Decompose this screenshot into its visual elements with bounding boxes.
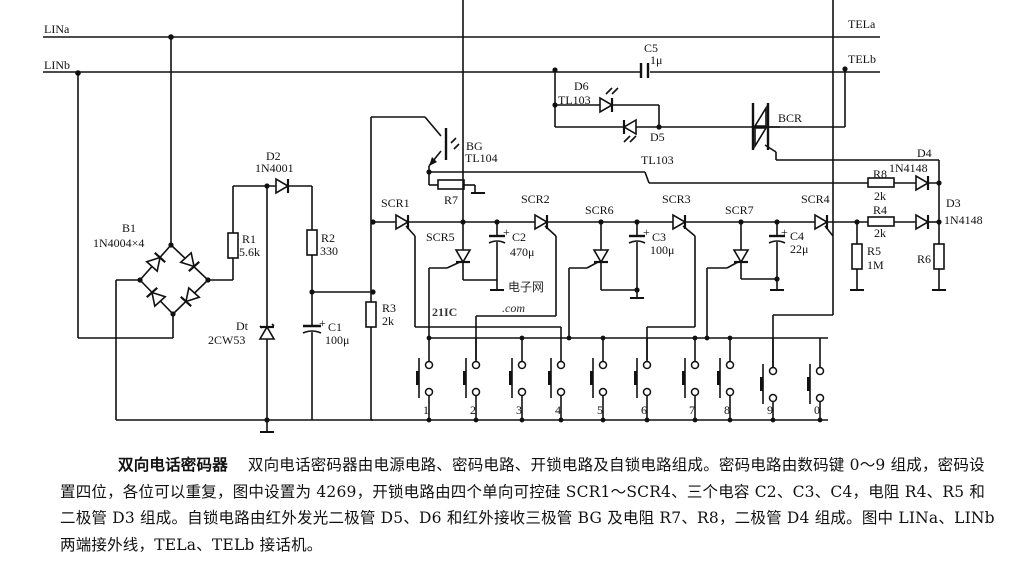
- label-scr5: SCR5: [426, 230, 455, 244]
- keypad-bus: [426, 335, 828, 341]
- key-label: 8: [724, 403, 730, 417]
- label-scr7: SCR7: [725, 203, 754, 217]
- label-r5: R5: [867, 244, 881, 258]
- label-c1: C1: [328, 320, 342, 334]
- label-b1-value: 1N4004×4: [93, 236, 144, 250]
- resistor-r1: [227, 232, 239, 259]
- power-supply: [208, 177, 373, 433]
- label-d5: D5: [650, 130, 665, 144]
- label-r3: R3: [382, 301, 396, 315]
- label-c5: C5: [644, 41, 658, 55]
- label-r1: R1: [242, 232, 256, 246]
- label-r4-value: 2k: [874, 226, 886, 240]
- c3-plus: +: [643, 225, 650, 239]
- label-r2: R2: [321, 231, 335, 245]
- label-d3: D3: [946, 196, 961, 210]
- line-lina: [43, 34, 880, 40]
- watermark-logo: 21IC 电子网 .com: [432, 280, 544, 319]
- phototransistor-bg: [371, 116, 868, 194]
- key-switch: 1: [416, 338, 434, 423]
- label-tela: TELa: [848, 17, 876, 31]
- label-c5-value: 1μ: [650, 53, 662, 67]
- label-d2-value: 1N4001: [255, 161, 294, 175]
- circuit-schematic: LINa LINb TELa TELb B1 1N4004×4: [43, 0, 983, 433]
- label-c4: C4: [790, 229, 804, 243]
- label-scr4: SCR4: [801, 192, 830, 206]
- c1-plus: +: [319, 316, 326, 330]
- line-linb: [43, 70, 880, 76]
- label-d3-value: 1N4148: [944, 213, 983, 227]
- caption-body: 双向电话密码器由电源电路、密码电路、开锁电路及自锁电路组成。密码电路由数码键 0…: [60, 456, 995, 554]
- label-c3-value: 100μ: [650, 243, 674, 257]
- resistor-r5: [851, 243, 863, 270]
- label-d6: D6: [574, 79, 589, 93]
- keypad: 1 2 3 4 5 6 7 8 9 0: [416, 338, 825, 423]
- label-scr1: SCR1: [381, 196, 410, 210]
- label-b1: B1: [122, 221, 136, 235]
- label-d4: D4: [917, 146, 932, 160]
- label-c1-value: 100μ: [325, 333, 349, 347]
- label-dt: Dt: [236, 319, 249, 333]
- label-bcr: BCR: [778, 111, 802, 125]
- label-c4-value: 22μ: [790, 242, 808, 256]
- key-switch: 8: [717, 338, 735, 423]
- key-switch: 2: [463, 338, 481, 423]
- figure-caption: 双向电话密码器双向电话密码器由电源电路、密码电路、开锁电路及自锁电路组成。密码电…: [60, 452, 995, 558]
- label-lina: LINa: [44, 22, 70, 36]
- label-d6-value: TL103: [558, 93, 591, 107]
- key-label: 6: [641, 403, 647, 417]
- label-d5-value: TL103: [641, 153, 674, 167]
- key-switch: 4: [548, 338, 566, 423]
- label-d2: D2: [266, 149, 281, 163]
- label-r4: R4: [873, 203, 887, 217]
- label-r7: R7: [444, 193, 458, 207]
- label-d4-value: 1N4148: [889, 161, 928, 175]
- key-switch: 6: [634, 338, 652, 423]
- label-linb: LINb: [44, 58, 70, 72]
- label-r6: R6: [917, 252, 931, 266]
- key-label: 3: [516, 403, 522, 417]
- resistor-r6: [933, 243, 945, 270]
- label-scr3: SCR3: [662, 192, 691, 206]
- resistor-r7: [437, 179, 465, 190]
- label-r2-value: 330: [320, 244, 338, 258]
- key-label: 5: [597, 403, 603, 417]
- label-scr2: SCR2: [521, 192, 550, 206]
- key-label: 9: [767, 403, 773, 417]
- label-r3-value: 2k: [382, 314, 394, 328]
- c2-plus: +: [503, 225, 510, 239]
- label-r8: R8: [873, 167, 887, 181]
- key-label: 0: [814, 403, 820, 417]
- label-bg: BG: [466, 139, 483, 153]
- key-label: 4: [555, 403, 561, 417]
- label-scr6: SCR6: [585, 203, 614, 217]
- key-label: 7: [689, 403, 695, 417]
- key-label: 1: [423, 403, 429, 417]
- key-label: 2: [470, 403, 476, 417]
- key-switch: 0: [807, 338, 825, 423]
- caption-title: 双向电话密码器: [118, 456, 228, 474]
- key-switch: 3: [509, 338, 527, 423]
- svg-text:21IC: 21IC: [432, 305, 457, 319]
- label-c2-value: 470μ: [510, 245, 534, 259]
- key-switch: 5: [590, 338, 608, 423]
- svg-text:电子网: 电子网: [508, 280, 544, 294]
- bridge-rectifier-b1: [77, 37, 373, 421]
- self-lock-circuit: [552, 62, 940, 183]
- label-bg-value: TL104: [465, 151, 498, 165]
- key-switch: 7: [682, 338, 700, 423]
- label-c3: C3: [652, 230, 666, 244]
- svg-text:.com: .com: [502, 301, 525, 315]
- label-dt-value: 2CW53: [208, 333, 245, 347]
- c4-plus: +: [781, 225, 788, 239]
- resistor-r4: [867, 216, 895, 227]
- label-r1-value: 5.6k: [239, 245, 260, 259]
- label-c2: C2: [512, 230, 526, 244]
- resistor-r2: [306, 229, 318, 256]
- key-switch: 9: [760, 338, 778, 423]
- label-r8-value: 2k: [874, 189, 886, 203]
- label-telb: TELb: [848, 52, 876, 66]
- label-r5-value: 1M: [867, 258, 884, 272]
